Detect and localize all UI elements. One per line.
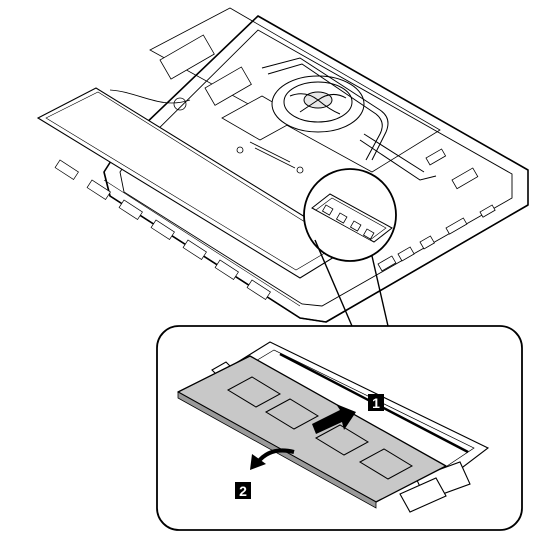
zoom-callout-lines <box>314 239 389 327</box>
callout-2-label: 2 <box>239 483 247 499</box>
memory-slot-top-view <box>303 168 397 262</box>
front-edge-components <box>54 159 271 301</box>
pivot-arrow <box>250 448 295 470</box>
callout-1-badge: 1 <box>368 394 384 411</box>
push-arrow <box>312 404 356 434</box>
callout-2-badge: 2 <box>235 482 251 499</box>
callout-1-label: 1 <box>372 395 380 411</box>
cooling-fan <box>271 75 365 133</box>
heat-pipe <box>261 57 437 181</box>
side-ports <box>377 148 496 272</box>
